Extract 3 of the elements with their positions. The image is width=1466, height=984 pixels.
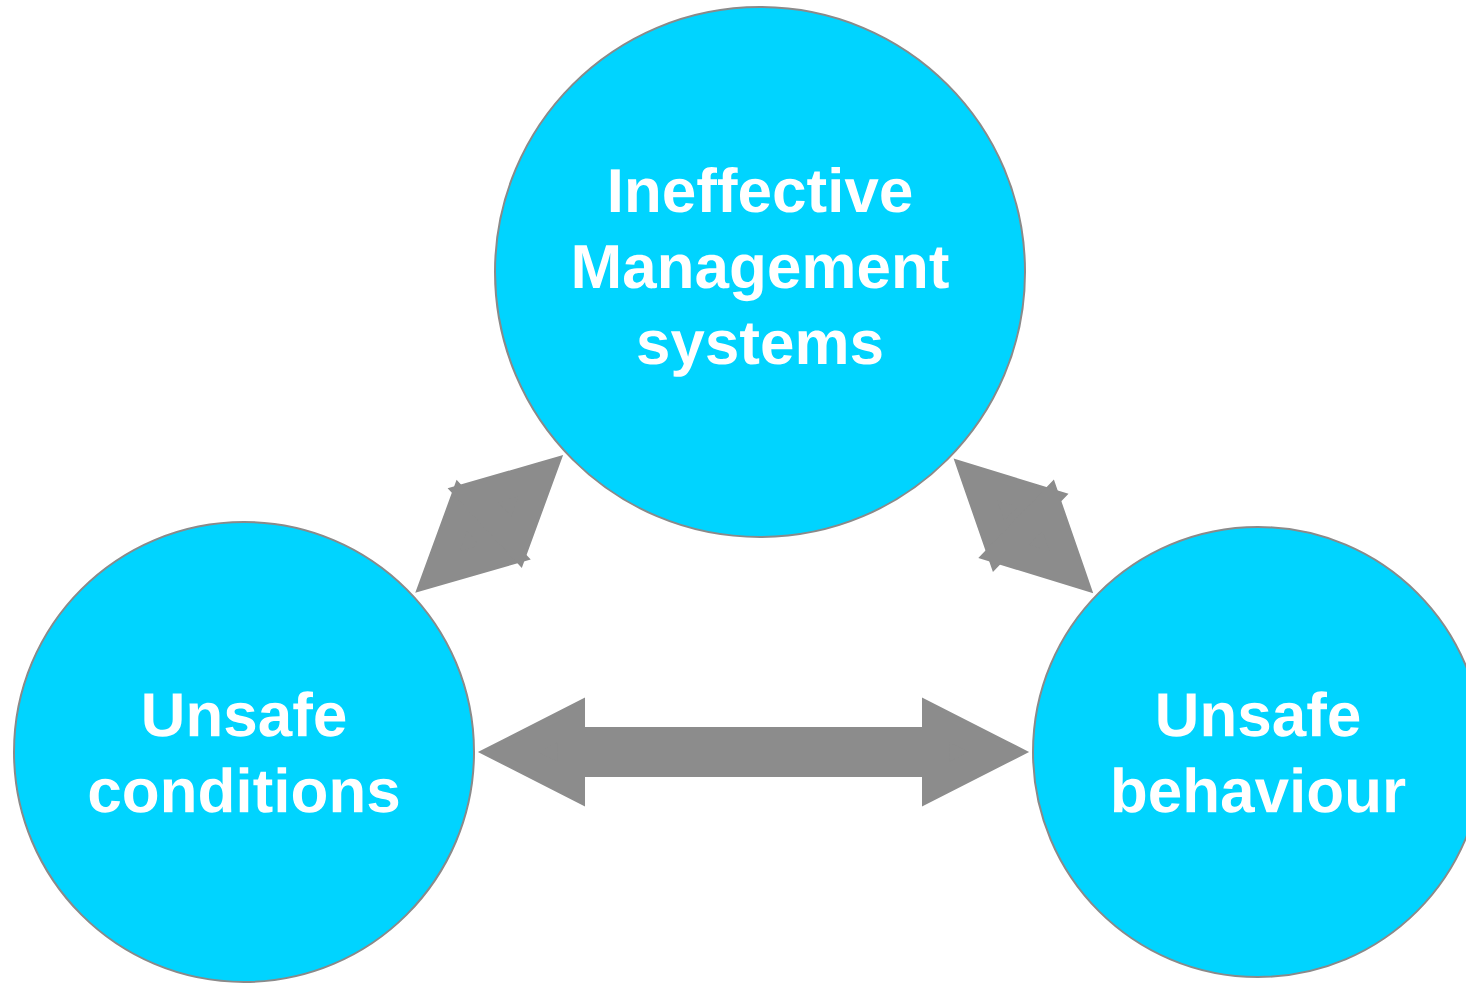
circle-node: Ineffective Management systems [494,6,1026,538]
circle-node: Unsafe behaviour [1032,526,1466,978]
circle-node: Unsafe conditions [13,521,475,983]
